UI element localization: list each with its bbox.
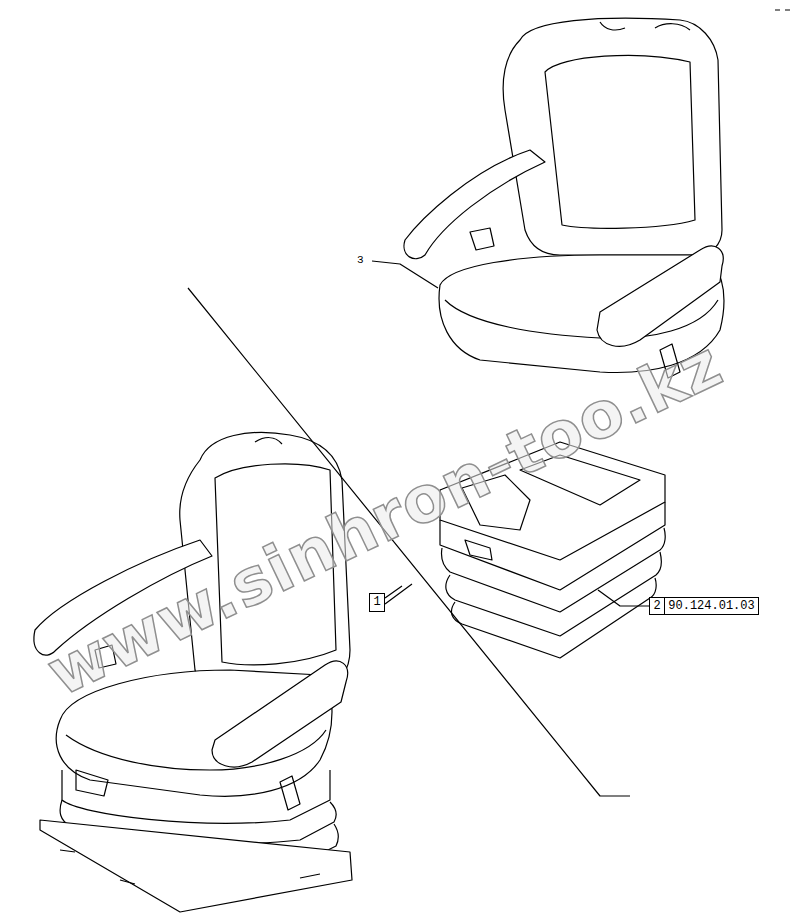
- callout-box: 2: [649, 597, 665, 615]
- callout-box: 90.124.01.03: [664, 597, 759, 615]
- callout-number: 2: [652, 598, 662, 614]
- callout-box: 1: [369, 593, 385, 612]
- callout-number: 90.124.01.03: [667, 598, 756, 614]
- callout-number: 1: [372, 594, 382, 610]
- callout-number: 3: [356, 254, 365, 266]
